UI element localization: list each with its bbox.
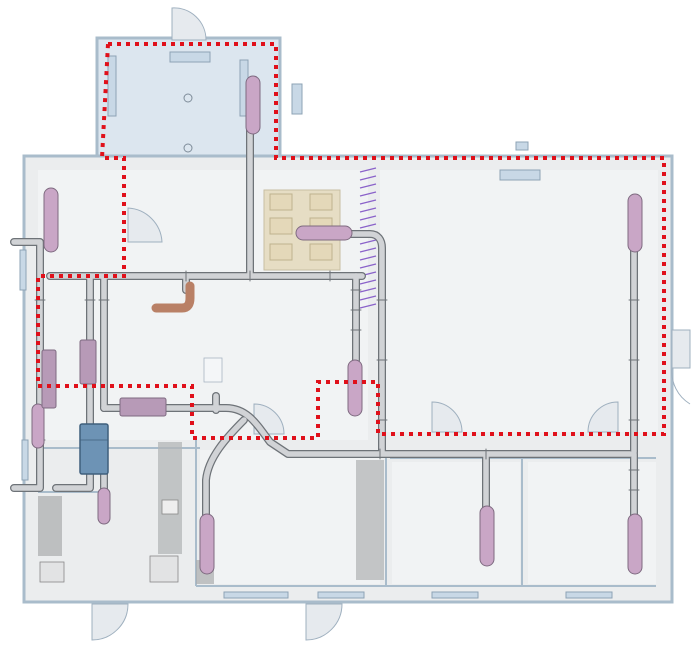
terminal-south-3: [627, 513, 643, 575]
silencers: [41, 339, 167, 417]
copper-bend: [151, 281, 195, 313]
building-shell: [22, 36, 674, 604]
terminal-bath: [97, 487, 111, 525]
door-room-nw: [127, 207, 163, 243]
bath-fixture: [38, 496, 62, 556]
boundary-outline: [36, 42, 666, 440]
door-swings: [91, 7, 691, 641]
room-south-2: [392, 462, 520, 584]
silencer-mid: [79, 339, 97, 385]
terminal-south-1: [199, 513, 215, 575]
kitchen-counter: [158, 442, 182, 554]
room-south-1: [200, 450, 380, 584]
terminal-west: [31, 403, 45, 449]
silencer-supply: [119, 397, 167, 417]
terminal-living-south: [347, 359, 363, 417]
terminal-room-nw: [43, 187, 59, 253]
washing-machine: [149, 555, 179, 583]
windows: [19, 51, 613, 599]
terminal-dining: [295, 225, 353, 241]
silencer-west: [41, 349, 57, 409]
air-terminals: [31, 75, 643, 575]
terminal-room-ne: [627, 193, 643, 253]
terminal-south-2: [479, 505, 495, 567]
wardrobe: [356, 460, 384, 580]
door-annex: [171, 7, 207, 41]
door-room-ne-1: [431, 401, 463, 433]
door-east: [671, 329, 691, 369]
terminal-annex: [245, 75, 261, 135]
door-south-2: [305, 603, 343, 641]
fixtures: [38, 93, 384, 584]
door-room-ne-2: [587, 401, 619, 433]
room-north-east: [380, 170, 658, 432]
ventilation-unit: [79, 423, 109, 475]
door-south-1: [91, 603, 129, 641]
